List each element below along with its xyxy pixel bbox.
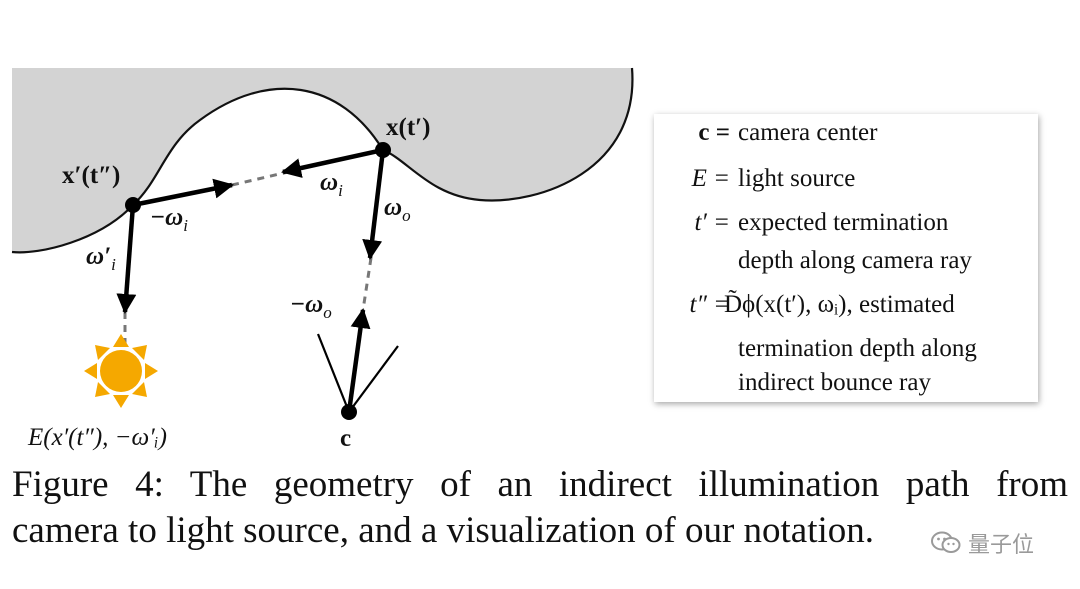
legend-symbol: E = — [691, 165, 730, 192]
label-light-source: E(x′(t″), −ω′ᵢ) — [27, 424, 167, 451]
watermark-text: 量子位 — [968, 533, 1035, 558]
label-omega-i-prime: ω′i — [86, 243, 116, 274]
point-x — [375, 142, 391, 158]
legend-text: indirect bounce ray — [738, 369, 931, 396]
caption-line-1: Figure 4: The geometry of an indirect il… — [12, 464, 1068, 505]
label-point-x: x(t′) — [386, 114, 431, 141]
arrow-omega-i — [281, 147, 384, 178]
label-point-x-prime: x′(t″) — [62, 162, 120, 189]
legend-symbol: t″ = — [689, 291, 730, 318]
legend-text: camera center — [738, 119, 878, 146]
label-camera: c — [340, 425, 351, 452]
caption-line-2: camera to light source, and a visualizat… — [12, 510, 875, 551]
figure-caption: Figure 4: The geometry of an indirect il… — [12, 462, 1068, 554]
dashed-bounce-ray — [231, 170, 289, 187]
surface-region — [12, 68, 633, 253]
legend-symbol: t′ = — [694, 209, 730, 236]
camera-frustum-left — [316, 333, 351, 413]
label-neg-omega-o: −ωo — [290, 291, 332, 322]
camera-frustum-right — [348, 345, 399, 413]
arrow-neg-omega-o — [346, 308, 371, 413]
legend-text: light source — [738, 165, 856, 192]
camera-center-point — [341, 404, 357, 420]
legend-text: depth along camera ray — [738, 247, 972, 274]
label-omega-i: ωi — [320, 169, 343, 200]
wechat-icon — [931, 531, 961, 553]
notation-legend: c = camera center E = light source t′ = … — [654, 114, 1038, 402]
sun-icon — [84, 334, 158, 408]
legend-text: termination depth along — [738, 335, 977, 362]
watermark: 量子位 — [930, 526, 1034, 560]
point-x-prime — [125, 197, 141, 213]
arrow-omega-o — [362, 149, 386, 260]
legend-symbol: c = — [698, 119, 730, 146]
dashed-camera-ray — [361, 257, 373, 311]
arrow-neg-omega-i — [132, 178, 234, 208]
arrow-omega-i-prime — [116, 204, 137, 314]
label-omega-o: ωo — [384, 194, 411, 225]
legend-text: D̃ϕ(x(t′), ωᵢ), estimated — [724, 291, 955, 318]
legend-text: expected termination — [738, 209, 949, 236]
label-neg-omega-i: −ωi — [150, 204, 188, 235]
geometry-diagram: x(t′) x′(t″) ωi −ωi ωo −ωo ω′i E(x′(t″),… — [11, 67, 634, 452]
